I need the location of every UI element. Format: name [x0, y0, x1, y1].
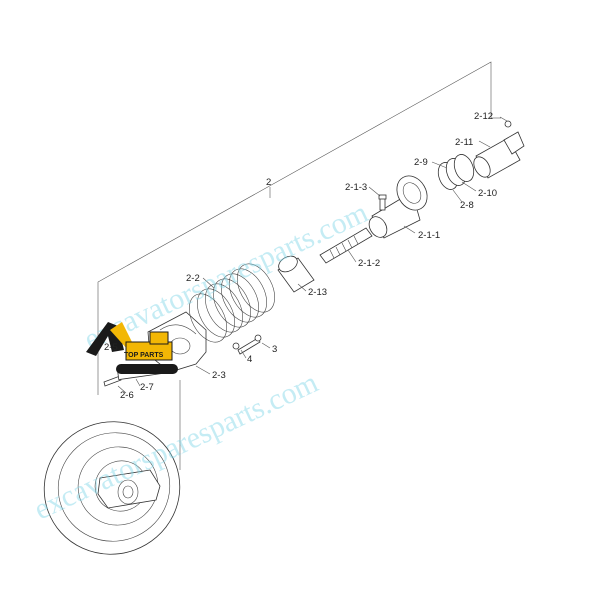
label-2-11: 2-11: [455, 137, 473, 148]
label-2-1-2: 2-1-2: [358, 258, 380, 269]
label-2-2: 2-2: [186, 273, 200, 284]
label-2-1-1: 2-1-1: [418, 230, 440, 241]
label-2-10: 2-10: [478, 188, 497, 199]
label-2-13: 2-13: [308, 287, 327, 298]
recoil-spring-2-2: [189, 263, 275, 343]
label-2-5: 2-5: [104, 342, 118, 353]
label-2-3: 2-3: [212, 370, 226, 381]
watermark: excavatorsparesparts.com excavatorspares…: [29, 196, 373, 527]
label-2-8: 2-8: [460, 200, 474, 211]
logo-text: TOP PARTS: [124, 352, 164, 359]
bolt-2-6: [103, 375, 122, 387]
label-leaders: [117, 116, 508, 394]
label-4: 4: [247, 354, 252, 365]
label-2-7: 2-7: [140, 382, 154, 393]
seal-rings-2-8-2-9-2-10: [437, 154, 475, 190]
cylinder-body-2-11: [473, 131, 525, 179]
fitting-2-12: [504, 120, 512, 128]
part-labels: 2 2-12 2-11 2-9 2-10 2-8 2-1-3 2-1-1 2-1…: [104, 111, 497, 401]
label-2-1-3: 2-1-3: [345, 182, 367, 193]
label-3: 3: [272, 344, 277, 355]
label-2: 2: [266, 177, 271, 188]
idler-wheel: [43, 380, 181, 555]
grease-fitting-2-1-3: [378, 194, 387, 211]
label-2-9: 2-9: [414, 157, 428, 168]
bolt-3: [237, 334, 262, 355]
label-2-12: 2-12: [474, 111, 493, 122]
threaded-rod-2-1-2: [319, 227, 373, 264]
label-2-6: 2-6: [120, 390, 134, 401]
nut-4: [232, 342, 240, 350]
excavator-logo: TOP PARTS: [86, 322, 178, 374]
spacer-tube-2-13: [277, 255, 315, 293]
cylinder-2-1-1: [368, 175, 428, 239]
